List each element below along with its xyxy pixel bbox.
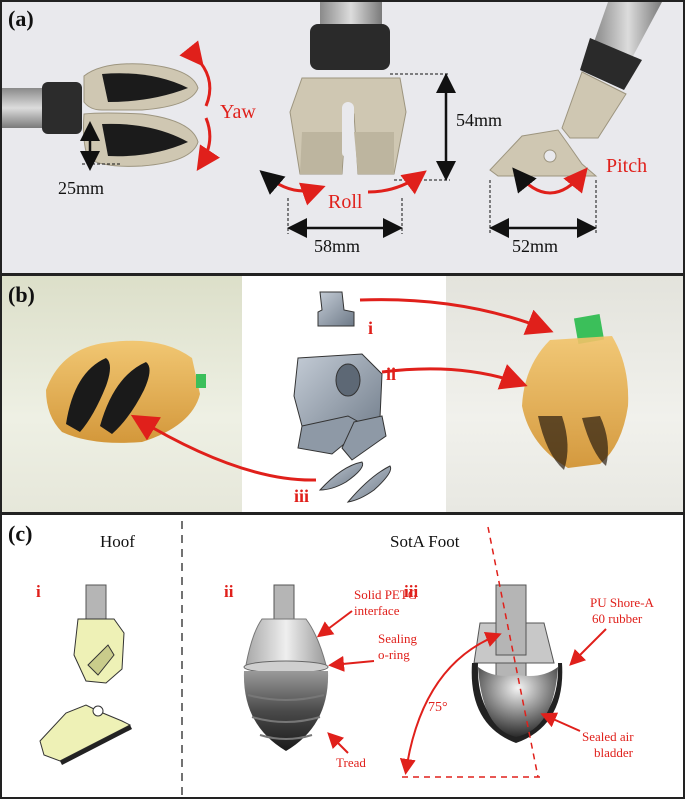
panel-a-illustration: Yaw 25mm 54mm Roll 58mm	[2, 2, 662, 256]
roll-label: Roll	[328, 191, 363, 213]
sota-foot-section	[471, 584, 563, 743]
hoof-side-view	[489, 2, 662, 177]
axis-line	[487, 526, 539, 778]
part-iii-label: iii	[294, 486, 309, 506]
arrow-part-ii-to-assembly	[381, 364, 528, 390]
annotation-tread: Tread	[336, 755, 366, 770]
annotation-bladder-line2: bladder	[594, 745, 634, 760]
photo-resin-hoof-left	[46, 340, 206, 443]
roll-arrow-right	[367, 170, 427, 195]
panel-a-label: (a)	[8, 6, 34, 31]
panel-b-label: (b)	[8, 282, 35, 307]
sota-foot-render	[243, 584, 329, 751]
arrow-part-i-to-assembly	[359, 298, 554, 335]
panel-b: i ii iii (b)	[0, 274, 685, 514]
annotation-angle: 75°	[428, 700, 448, 715]
annotation-pu-line2: 60 rubber	[592, 611, 643, 626]
dim-52-label: 52mm	[512, 236, 558, 256]
yaw-arrow-lower	[196, 117, 220, 171]
annotation-bladder-line1: Sealed air	[582, 729, 634, 744]
photo-resin-hoof-right	[522, 313, 629, 470]
annotation-petg-line2: interface	[354, 603, 400, 618]
hoof-top-view	[2, 63, 199, 167]
yaw-label: Yaw	[220, 101, 256, 123]
annotation-pu-line1: PU Shore-A	[590, 595, 655, 610]
panel-c-label: (c)	[8, 521, 33, 546]
sota-title: SotA Foot	[390, 532, 460, 551]
annotation-oring-line1: Sealing	[378, 631, 417, 646]
dim-58-label: 58mm	[314, 236, 360, 256]
sub-iii-label: iii	[404, 582, 418, 601]
annotation-petg-line1: Solid PETG	[354, 587, 417, 602]
part-ii-label: ii	[386, 364, 396, 384]
cad-exploded-view	[293, 291, 392, 503]
arrow-part-iii-to-hoof	[130, 414, 317, 482]
angle-arc	[399, 631, 502, 775]
pitch-label: Pitch	[606, 155, 647, 177]
pitch-arrow	[512, 167, 588, 195]
roll-arrow-left	[259, 170, 326, 206]
panel-a: Yaw 25mm 54mm Roll 58mm	[0, 0, 685, 275]
panel-b-illustration: i ii iii	[46, 291, 629, 506]
hoof-title: Hoof	[100, 532, 135, 551]
annotation-oring-line2: o-ring	[378, 647, 410, 662]
dim-25-label: 25mm	[58, 178, 104, 198]
dim-54-label: 54mm	[456, 110, 502, 130]
panel-c-illustration: Hoof SotA Foot i ii Solid PETG interface…	[36, 521, 655, 797]
hoof-cad-side	[39, 584, 132, 765]
sub-ii-label: ii	[224, 582, 234, 601]
yaw-arrow-upper	[179, 40, 212, 107]
hoof-front-view	[289, 2, 407, 175]
sub-i-label: i	[36, 582, 41, 601]
part-i-label: i	[368, 318, 373, 338]
panel-c: Hoof SotA Foot i ii Solid PETG interface…	[0, 513, 685, 799]
